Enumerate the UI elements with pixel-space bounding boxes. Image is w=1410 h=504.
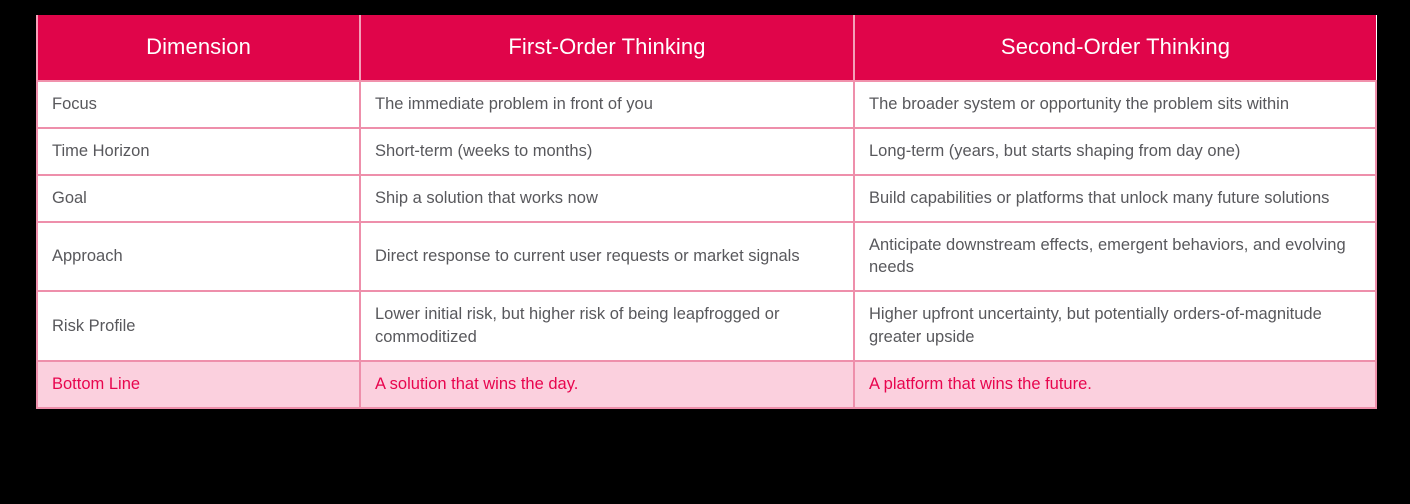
column-header-dimension: Dimension [36, 15, 361, 83]
table-header: Dimension First-Order Thinking Second-Or… [36, 15, 1376, 83]
table-row: Risk Profile Lower initial risk, but hig… [36, 290, 1377, 362]
table-body: Focus The immediate problem in front of … [36, 80, 1377, 409]
table-row: Approach Direct response to current user… [36, 220, 1377, 293]
cell-dimension: Goal [36, 173, 361, 223]
table-row-bottom-line: Bottom Line A solution that wins the day… [36, 359, 1377, 409]
cell-dimension: Time Horizon [36, 127, 361, 176]
cell-second-order: Long-term (years, but starts shaping fro… [853, 127, 1377, 176]
cell-dimension: Approach [36, 220, 361, 293]
table-row: Focus The immediate problem in front of … [36, 80, 1377, 130]
cell-first-order: The immediate problem in front of you [359, 80, 855, 130]
cell-dimension: Bottom Line [36, 359, 361, 409]
cell-second-order: The broader system or opportunity the pr… [853, 80, 1377, 130]
table-row: Goal Ship a solution that works now Buil… [36, 173, 1377, 223]
cell-second-order: A platform that wins the future. [853, 359, 1377, 409]
cell-second-order: Build capabilities or platforms that unl… [853, 173, 1377, 223]
cell-first-order: Direct response to current user requests… [359, 220, 855, 293]
table-header-row: Dimension First-Order Thinking Second-Or… [36, 15, 1376, 83]
first-vs-second-order-thinking-table: Dimension First-Order Thinking Second-Or… [36, 15, 1377, 409]
cell-second-order: Anticipate downstream effects, emergent … [853, 220, 1377, 293]
cell-second-order: Higher upfront uncertainty, but potentia… [853, 290, 1377, 362]
cell-dimension: Risk Profile [36, 290, 361, 362]
cell-first-order: A solution that wins the day. [359, 359, 855, 409]
cell-dimension: Focus [36, 80, 361, 130]
table-row: Time Horizon Short-term (weeks to months… [36, 127, 1377, 176]
column-header-first-order-thinking: First-Order Thinking [360, 15, 855, 83]
cell-first-order: Short-term (weeks to months) [359, 127, 855, 176]
column-header-second-order-thinking: Second-Order Thinking [854, 15, 1376, 83]
cell-first-order: Ship a solution that works now [359, 173, 855, 223]
cell-first-order: Lower initial risk, but higher risk of b… [359, 290, 855, 362]
